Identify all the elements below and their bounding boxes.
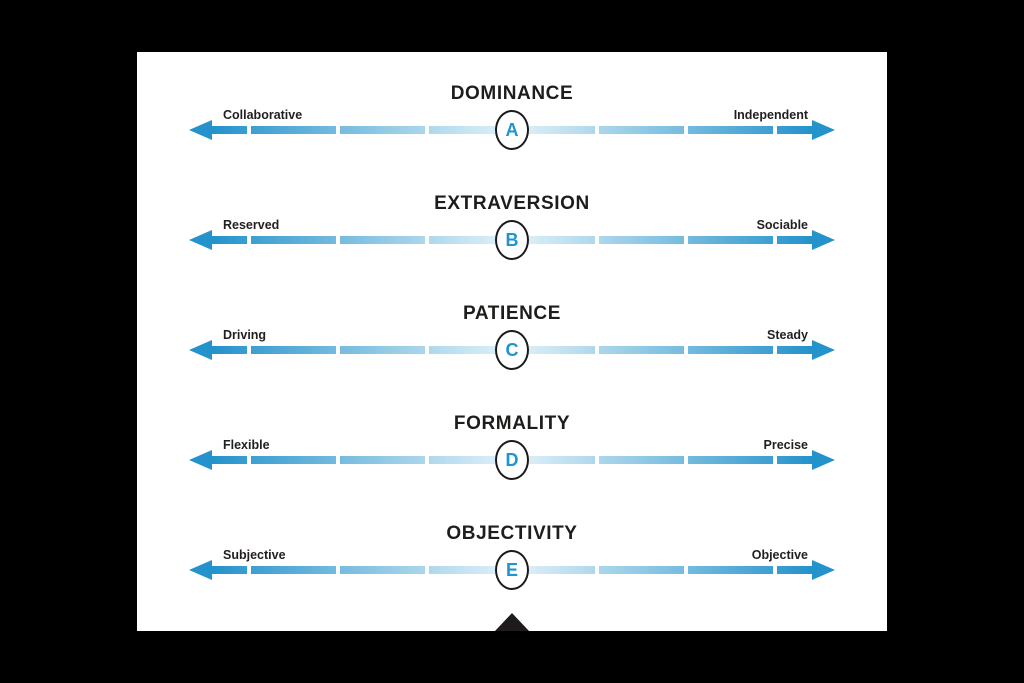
bidirectional-arrow: A	[189, 110, 835, 150]
scale-end-labels: Driving Steady	[137, 326, 887, 342]
scale-arrow: C	[137, 328, 887, 372]
scale-title: DOMINANCE	[450, 83, 574, 104]
letter-badge: D	[495, 440, 529, 480]
bidirectional-arrow: D	[189, 440, 835, 480]
scale-title: EXTRAVERSION	[434, 193, 590, 214]
arrow-left-head-icon	[189, 340, 212, 360]
scale-title: FORMALITY	[453, 413, 571, 434]
arrow-right-shaft	[529, 566, 812, 574]
scale-title: PATIENCE	[462, 303, 562, 324]
scale-extraversion: EXTRAVERSION Reserved Sociable B	[137, 192, 887, 262]
scale-end-labels: Subjective Objective	[137, 546, 887, 562]
scale-right-label: Steady	[767, 328, 808, 342]
arrow-right-head-icon	[812, 230, 835, 250]
arrow-left-shaft	[212, 126, 495, 134]
bidirectional-arrow: C	[189, 330, 835, 370]
arrow-left-head-icon	[189, 450, 212, 470]
scale-left-label: Subjective	[223, 548, 286, 562]
scale-dominance: DOMINANCE Collaborative Independent A	[137, 82, 887, 152]
scale-arrow: A	[137, 108, 887, 152]
scale-left-label: Driving	[223, 328, 267, 342]
arrow-left-head-icon	[189, 230, 212, 250]
arrow-right-shaft	[529, 126, 812, 134]
letter-badge: B	[495, 220, 529, 260]
scale-arrow: D	[137, 438, 887, 482]
arrow-right-head-icon	[812, 450, 835, 470]
arrow-left-head-icon	[189, 560, 212, 580]
letter-badge: E	[495, 550, 529, 590]
scale-objectivity: OBJECTIVITY Subjective Objective E	[137, 522, 887, 592]
scale-end-labels: Reserved Sociable	[137, 216, 887, 232]
scale-left-label: Flexible	[223, 438, 270, 452]
scale-right-label: Sociable	[756, 218, 808, 232]
scale-arrow: E	[137, 548, 887, 592]
arrow-left-shaft	[212, 566, 495, 574]
scale-formality: FORMALITY Flexible Precise D	[137, 412, 887, 482]
scale-end-labels: Flexible Precise	[137, 436, 887, 452]
scale-left-label: Collaborative	[223, 108, 303, 122]
letter-badge: C	[495, 330, 529, 370]
arrow-right-shaft	[529, 456, 812, 464]
scale-patience: PATIENCE Driving Steady C	[137, 302, 887, 372]
bottom-pointer-icon	[495, 613, 529, 631]
arrow-right-head-icon	[812, 340, 835, 360]
bidirectional-arrow: B	[189, 220, 835, 260]
arrow-left-shaft	[212, 346, 495, 354]
scale-right-label: Precise	[763, 438, 808, 452]
arrow-right-shaft	[529, 236, 812, 244]
personality-scales-card: DOMINANCE Collaborative Independent A EX…	[137, 52, 887, 631]
arrow-right-head-icon	[812, 560, 835, 580]
scale-right-label: Independent	[733, 108, 808, 122]
arrow-left-shaft	[212, 456, 495, 464]
arrow-right-shaft	[529, 346, 812, 354]
arrow-left-head-icon	[189, 120, 212, 140]
scale-end-labels: Collaborative Independent	[137, 106, 887, 122]
letter-badge: A	[495, 110, 529, 150]
scale-title: OBJECTIVITY	[446, 523, 578, 544]
scale-arrow: B	[137, 218, 887, 262]
bidirectional-arrow: E	[189, 550, 835, 590]
arrow-right-head-icon	[812, 120, 835, 140]
arrow-left-shaft	[212, 236, 495, 244]
scale-right-label: Objective	[751, 548, 808, 562]
scale-left-label: Reserved	[223, 218, 280, 232]
